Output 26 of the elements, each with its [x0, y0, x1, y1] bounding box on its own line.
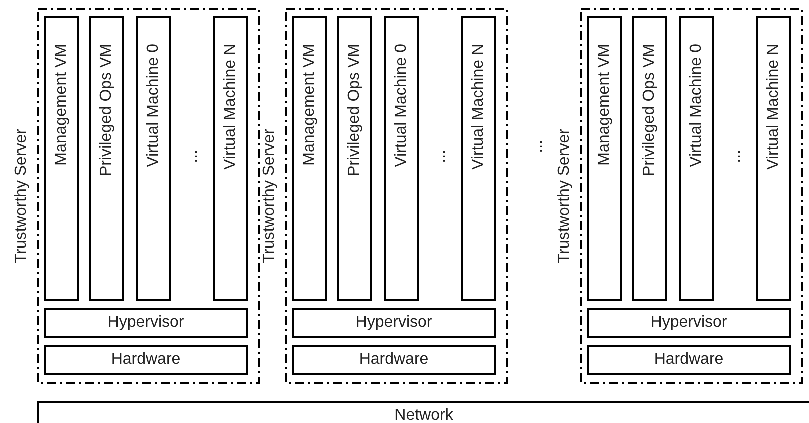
vm-box: Management VM: [292, 16, 327, 301]
layer-box: Hypervisor: [44, 308, 248, 338]
vm-box: Privileged Ops VM: [89, 16, 124, 301]
network-bar: Network: [37, 401, 809, 423]
vm-box: Virtual Machine 0: [384, 16, 419, 301]
layer-box: Hypervisor: [587, 308, 791, 338]
vm-box: Virtual Machine N: [213, 16, 248, 301]
vm-box: Virtual Machine 0: [136, 16, 171, 301]
vm-box: Virtual Machine N: [756, 16, 791, 301]
layer-box: Hypervisor: [292, 308, 496, 338]
vm-box: Virtual Machine 0: [679, 16, 714, 301]
server-label: Trustworthy Server: [260, 128, 279, 266]
ellipsis: ...: [185, 150, 201, 164]
ellipsis: ...: [530, 140, 546, 154]
ellipsis: ...: [728, 150, 744, 164]
server-label: Trustworthy Server: [12, 128, 31, 266]
layer-box: Hardware: [587, 345, 791, 375]
layer-box: Hardware: [292, 345, 496, 375]
vm-box: Management VM: [44, 16, 79, 301]
vm-box: Management VM: [587, 16, 622, 301]
layer-box: Hardware: [44, 345, 248, 375]
vm-box: Privileged Ops VM: [337, 16, 372, 301]
vm-box: Privileged Ops VM: [632, 16, 667, 301]
server-label: Trustworthy Server: [555, 128, 574, 266]
vm-box: Virtual Machine N: [461, 16, 496, 301]
ellipsis: ...: [433, 150, 449, 164]
